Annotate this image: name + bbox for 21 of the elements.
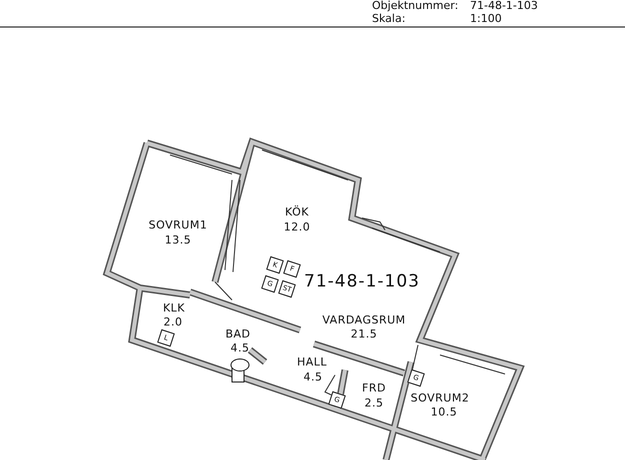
room-area: 12.0 [284,222,310,232]
room-name: KLK [162,302,186,314]
room-area: 4.5 [230,342,250,354]
room-name: VARDAGSRUM [322,314,406,326]
scale-value: 1:100 [470,13,502,24]
room-area: 4.5 [304,372,322,382]
room-area: 10.5 [430,406,458,418]
room-name: BAD [225,328,251,340]
room-area: 13.5 [164,234,192,246]
room-name: KÖK [285,206,309,218]
room-name: SOVRUM2 [410,392,470,404]
room-area: 21.5 [350,328,378,340]
object-number: 71-48-1-103 [470,0,538,11]
header-label: Skala: [372,13,406,24]
room-area: 2.0 [164,316,182,328]
room-name: SOVRUM1 [148,220,208,230]
apartment-number: 71-48-1-103 [304,274,420,290]
room-name: HALL [296,356,328,368]
room-name: FRD [362,382,386,394]
room-area: 2.5 [364,398,384,408]
header-label: Objektnummer: [372,0,458,11]
